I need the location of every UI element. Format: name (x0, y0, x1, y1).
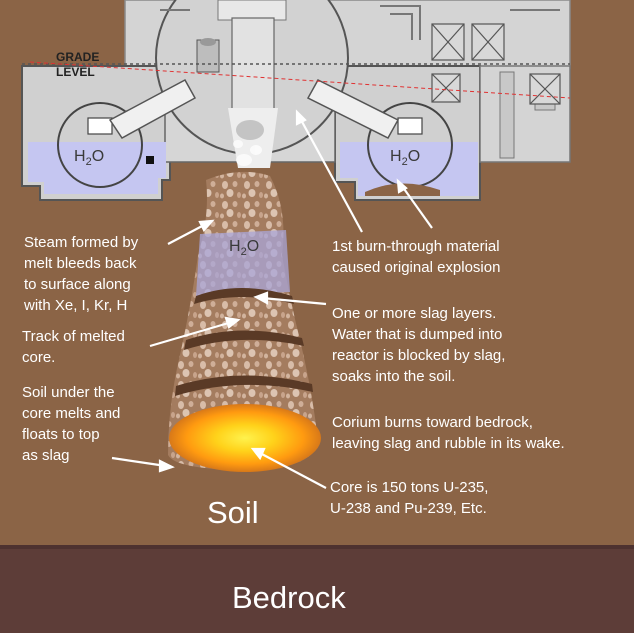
track-arrow (149, 320, 233, 348)
right-torus-water (340, 142, 478, 196)
debris-arrow (401, 185, 433, 229)
grade-level-label: GRADE LEVEL (56, 50, 100, 79)
soil-melt-arrow (111, 456, 167, 468)
core-arrow (257, 451, 327, 489)
track-label: Track of melted core. (22, 328, 125, 366)
core-composition-label: Core is 150 tons U-235, U-238 and Pu-239… (330, 479, 489, 517)
slag-layers-label: One or more slag layers. Water that is d… (332, 305, 506, 385)
grade-level-red-line (29, 61, 571, 99)
bedrock-layer (0, 547, 634, 633)
left-water-label: H2O (74, 148, 105, 169)
reactor-building (21, 0, 571, 201)
steam-puffs (233, 140, 262, 166)
corium-label: Corium burns toward bedrock, leaving sla… (332, 414, 565, 452)
slag-arrow (261, 296, 327, 306)
corium-column (168, 171, 321, 472)
soil-melt-label: Soil under the core melts and floats to … (22, 384, 121, 464)
right-water-label: H2O (390, 148, 421, 169)
bedrock-label: Bedrock (232, 580, 346, 615)
column-water-label: H2O (229, 238, 260, 259)
steam-arrow (167, 223, 207, 245)
left-torus-water (28, 142, 166, 194)
soil-label: Soil (207, 495, 259, 530)
molten-core (169, 404, 321, 472)
bedrock-edge (0, 545, 634, 549)
burn-through-arrow (299, 117, 363, 233)
burn-through-label: 1st burn-through material caused origina… (332, 238, 501, 276)
steam-label: Steam formed by melt bleeds back to surf… (24, 234, 139, 314)
